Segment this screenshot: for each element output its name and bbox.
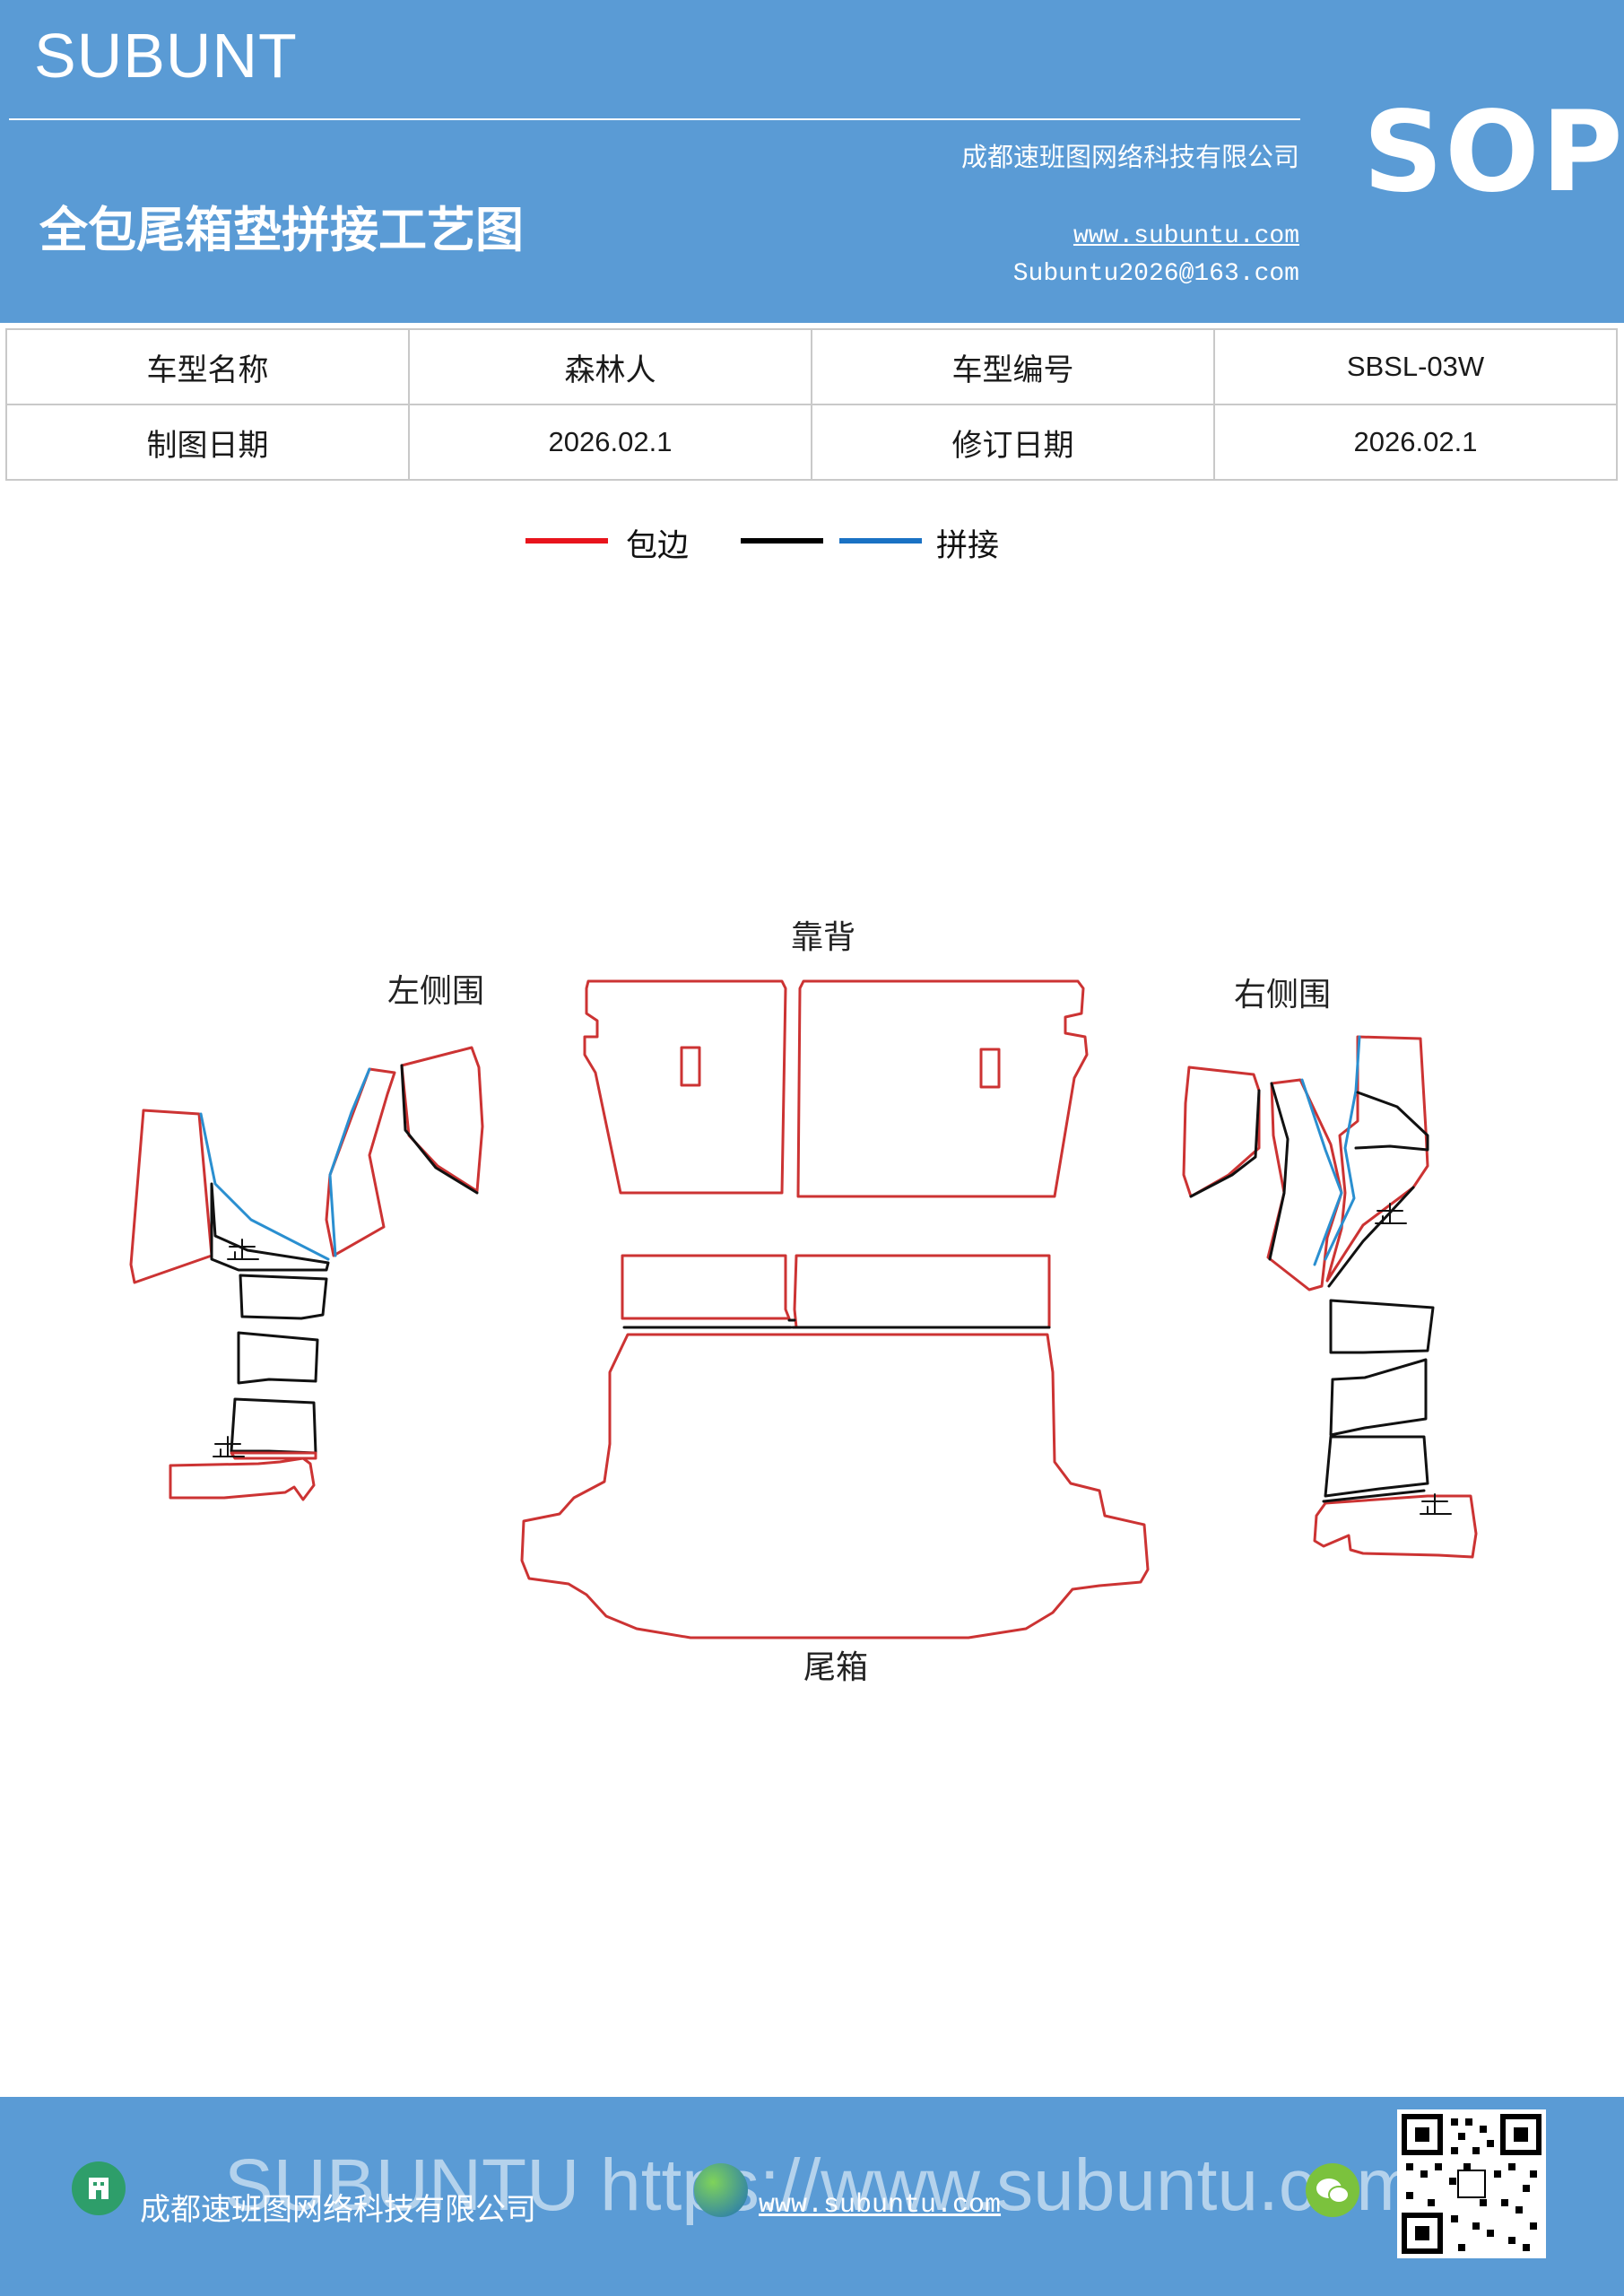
revision-date-value: 2026.02.1 xyxy=(1213,404,1618,481)
stop-mark xyxy=(213,1436,245,1457)
model-name-label: 车型名称 xyxy=(5,328,410,405)
right-side-piece xyxy=(1322,1489,1426,1503)
footer-company: 成都速班图网络科技有限公司 xyxy=(140,2192,536,2228)
draw-date-label: 制图日期 xyxy=(5,404,410,481)
right-side-splice xyxy=(1324,1035,1361,1261)
left-side-piece xyxy=(230,1397,317,1455)
right-side-piece xyxy=(1329,1299,1435,1354)
legend-swatch-edge xyxy=(525,538,608,544)
stop-mark-glyphs xyxy=(213,1203,1452,1515)
middle-strip-left xyxy=(621,1254,791,1320)
backrest-right-slot xyxy=(979,1048,1001,1089)
company-name: 成都速班图网络科技有限公司 xyxy=(960,142,1299,172)
table-row: 制图日期 2026.02.1 修订日期 2026.02.1 xyxy=(5,404,1618,481)
legend-swatch-seam xyxy=(741,538,823,544)
left-side-piece xyxy=(129,1109,213,1284)
middle-strip-right xyxy=(793,1254,1051,1329)
line-legend: 包边 拼接 xyxy=(0,520,1624,574)
pattern-svg xyxy=(129,979,1478,1639)
left-side-piece xyxy=(237,1331,319,1385)
legend-swatch-splice xyxy=(839,538,922,544)
backrest-left-piece xyxy=(583,979,787,1195)
backrest-left-slot xyxy=(680,1046,701,1087)
left-side-piece xyxy=(210,1182,330,1272)
header-banner: SUBUNT 成都速班图网络科技有限公司 全包尾箱垫拼接工艺图 www.subu… xyxy=(0,0,1624,323)
stop-mark xyxy=(1375,1203,1407,1224)
right-side-piece xyxy=(1182,1065,1261,1198)
left-side-splice xyxy=(199,1112,330,1261)
left-side-piece xyxy=(400,1046,484,1193)
right-side-piece xyxy=(1329,1358,1428,1437)
left-side-splice xyxy=(328,1067,371,1257)
sop-badge: SOP xyxy=(1363,88,1624,217)
label-left-side: 左侧围 xyxy=(387,973,485,1010)
right-side-piece xyxy=(1327,1186,1415,1288)
brand-logo: SUBUNT xyxy=(34,21,298,91)
email-address: Subuntu2026@163.com xyxy=(1012,260,1299,288)
left-side-piece xyxy=(239,1274,328,1320)
stop-mark xyxy=(1420,1493,1452,1515)
left-side-piece xyxy=(169,1457,316,1501)
stop-mark xyxy=(227,1239,259,1260)
website-link[interactable]: www.subuntu.com xyxy=(1073,222,1299,250)
model-name-value: 森林人 xyxy=(408,328,812,405)
vehicle-info-table: 车型名称 森林人 车型编号 SBSL-03W 制图日期 2026.02.1 修订… xyxy=(5,328,1618,481)
footer-banner: SUBUNTU https://www.subuntu.com 成都速班图网络科… xyxy=(0,2097,1624,2296)
left-side-piece xyxy=(400,1064,479,1195)
model-code-value: SBSL-03W xyxy=(1213,328,1618,405)
backrest-right-piece xyxy=(796,979,1089,1198)
label-right-side: 右侧围 xyxy=(1234,977,1332,1013)
header-divider xyxy=(9,118,1300,120)
globe-icon xyxy=(694,2163,748,2217)
footer-watermark: SUBUNTU https://www.subuntu.com xyxy=(224,2144,1418,2226)
right-side-piece xyxy=(1324,1435,1429,1498)
model-code-label: 车型编号 xyxy=(811,328,1215,405)
left-side-piece xyxy=(325,1067,396,1257)
right-side-piece xyxy=(1189,1089,1261,1198)
table-row: 车型名称 森林人 车型编号 SBSL-03W xyxy=(5,328,1618,405)
revision-date-label: 修订日期 xyxy=(811,404,1215,481)
trunk-floor-piece xyxy=(520,1333,1150,1639)
building-icon xyxy=(72,2161,126,2215)
wechat-icon xyxy=(1306,2163,1359,2217)
right-side-piece xyxy=(1325,1035,1429,1283)
cutting-diagram: 靠背 左侧围 右侧围 尾箱 xyxy=(0,888,1624,1695)
legend-label-edge: 包边 xyxy=(626,528,690,564)
right-side-piece xyxy=(1313,1494,1478,1559)
label-trunk: 尾箱 xyxy=(803,1649,869,1686)
label-back: 靠背 xyxy=(791,919,856,956)
right-side-splice xyxy=(1300,1078,1343,1266)
legend-label-splice: 拼接 xyxy=(936,528,1000,564)
document-title: 全包尾箱垫拼接工艺图 xyxy=(39,201,524,258)
footer-website-link[interactable]: www.subuntu.com xyxy=(759,2190,1002,2221)
draw-date-value: 2026.02.1 xyxy=(408,404,812,481)
qr-code xyxy=(1397,2109,1546,2258)
right-side-piece xyxy=(1266,1078,1343,1292)
right-side-piece xyxy=(1354,1091,1429,1152)
right-side-piece xyxy=(1268,1082,1290,1261)
